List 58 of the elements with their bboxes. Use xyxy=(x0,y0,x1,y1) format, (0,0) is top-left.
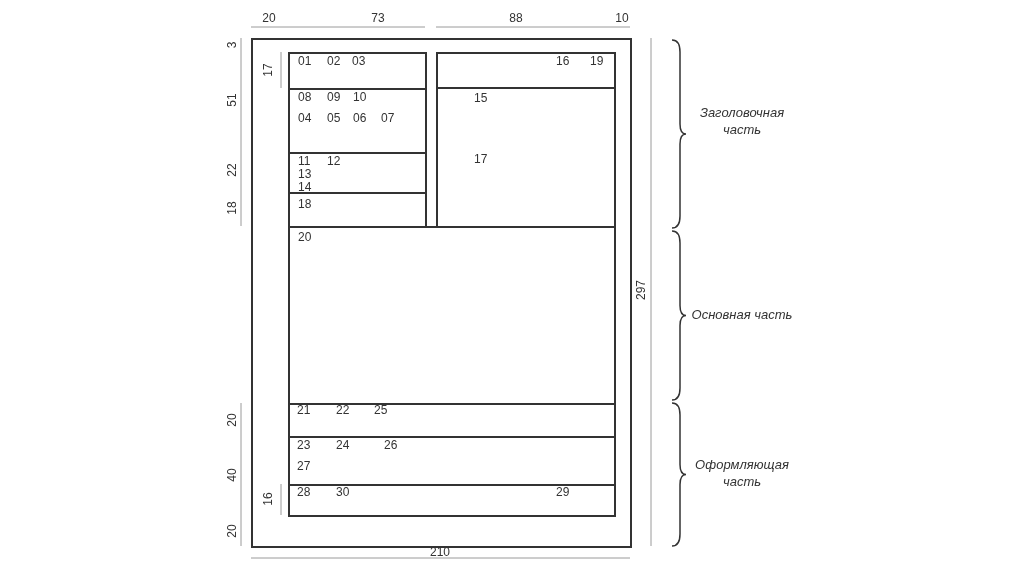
form-field-box xyxy=(288,88,427,154)
field-number: 04 xyxy=(298,111,312,125)
form-field-box xyxy=(288,192,427,228)
form-field-box xyxy=(288,484,616,517)
field-number: 30 xyxy=(336,485,350,499)
field-number: 19 xyxy=(590,54,604,68)
dimension-label: 20 xyxy=(225,413,239,427)
form-field-box xyxy=(436,87,616,228)
field-number: 08 xyxy=(298,90,312,104)
form-field-box xyxy=(288,152,427,194)
form-field-box xyxy=(288,403,616,438)
field-number: 20 xyxy=(298,230,312,244)
field-number: 09 xyxy=(327,90,341,104)
section-label: Основная часть xyxy=(690,305,794,323)
form-field-box xyxy=(288,436,616,486)
dimension-label: 20 xyxy=(225,524,239,538)
field-number: 24 xyxy=(336,438,350,452)
field-number: 23 xyxy=(297,438,311,452)
dimension-label: 51 xyxy=(225,93,239,107)
field-number: 10 xyxy=(353,90,367,104)
field-number: 18 xyxy=(298,197,312,211)
field-number: 01 xyxy=(298,54,312,68)
field-number: 12 xyxy=(327,154,341,168)
field-number: 07 xyxy=(381,111,395,125)
dimension-label: 20 xyxy=(262,11,276,25)
field-number: 03 xyxy=(352,54,366,68)
field-number: 21 xyxy=(297,403,311,417)
section-label: Заголовочная часть xyxy=(698,104,786,138)
field-number: 06 xyxy=(353,111,367,125)
field-number: 15 xyxy=(474,91,488,105)
field-number: 05 xyxy=(327,111,341,125)
field-number: 02 xyxy=(327,54,341,68)
dimension-label: 40 xyxy=(225,468,239,482)
dimension-label: 73 xyxy=(371,11,385,25)
dimension-label: 18 xyxy=(225,201,239,215)
dimension-label: 16 xyxy=(261,492,275,506)
sheet-frame xyxy=(251,38,632,548)
dimension-label: 88 xyxy=(509,11,523,25)
field-number: 28 xyxy=(297,485,311,499)
field-number: 14 xyxy=(298,180,312,194)
field-number: 17 xyxy=(474,152,488,166)
field-number: 11 xyxy=(298,154,311,168)
section-label: Оформляющая часть xyxy=(694,456,790,490)
field-number: 22 xyxy=(336,403,350,417)
dimension-label: 297 xyxy=(634,280,648,300)
dimension-label: 3 xyxy=(225,41,239,49)
field-number: 16 xyxy=(556,54,570,68)
field-number: 27 xyxy=(297,459,311,473)
dimension-label: 17 xyxy=(261,63,275,77)
field-number: 29 xyxy=(556,485,570,499)
dimension-label: 10 xyxy=(615,11,629,25)
field-number: 25 xyxy=(374,403,388,417)
form-field-box xyxy=(288,52,427,90)
dimension-label: 22 xyxy=(225,163,239,177)
form-field-box xyxy=(288,226,616,405)
field-number: 13 xyxy=(298,167,312,181)
field-number: 26 xyxy=(384,438,398,452)
form-field-box xyxy=(436,52,616,89)
